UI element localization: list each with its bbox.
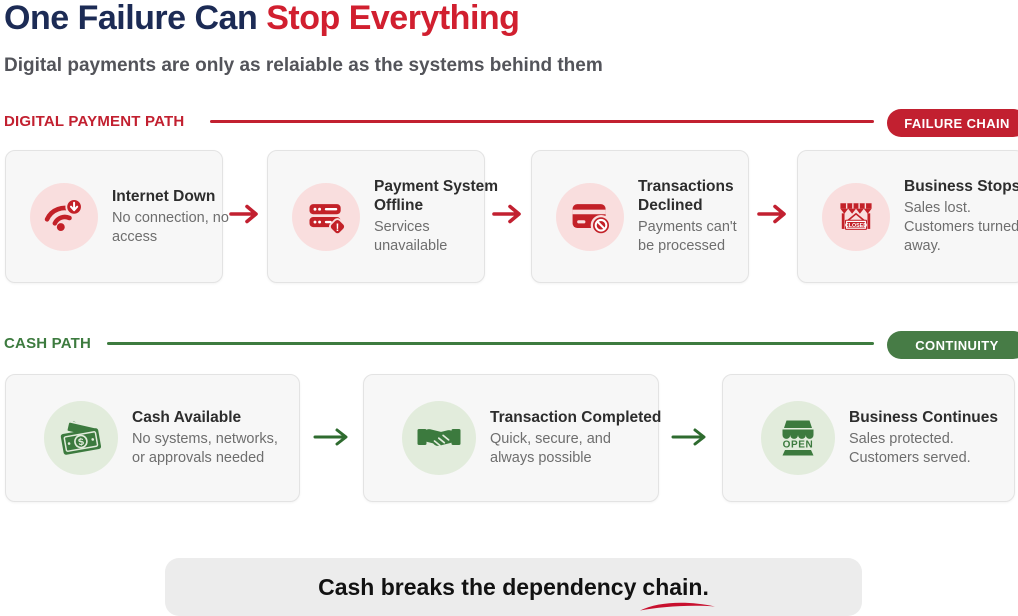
card-title: Business Continues [849, 409, 998, 426]
red-swoosh-underline-icon [640, 602, 716, 610]
digital-payment-path-label: DIGITAL PAYMENT PATH [4, 113, 185, 130]
card-desc: Services unavailable [374, 219, 448, 254]
page-subtitle: Digital payments are only as relaiable a… [4, 55, 603, 76]
green-arrow-icon [313, 427, 351, 452]
card-desc: Payments can't be processed [638, 219, 737, 254]
card-text: Internet Down No connection, no access [112, 187, 238, 247]
card-title: Business Stops [904, 178, 1018, 195]
svg-text:$: $ [77, 437, 85, 449]
red-arrow-icon [757, 203, 789, 230]
red-arrow-icon [229, 203, 261, 230]
card-text: Business Stops Sales lost. Customers tur… [904, 177, 1018, 256]
conclusion-main: Cash breaks the dependency [318, 573, 637, 600]
cash-path-label: CASH PATH [4, 335, 92, 352]
card-internet-down: Internet Down No connection, no access [5, 150, 229, 283]
title-red-part: Stop Everything [266, 0, 520, 37]
store-open-icon: OPEN [761, 401, 835, 475]
store-closed-icon: CLOSED [822, 182, 890, 251]
digital-path-divider-line [210, 120, 874, 123]
card-desc: No systems, networks, or approvals neede… [132, 431, 278, 466]
card-transaction-completed: Transaction Completed Quick, secure, and… [363, 374, 661, 502]
card-desc: Sales lost. Customers turned away. [904, 200, 1018, 254]
handshake-icon [402, 401, 476, 475]
card-business-stops: CLOSED Business Stops Sales lost. Custom… [797, 150, 1018, 283]
green-arrow-icon [671, 427, 709, 452]
card-title: Transaction Completed [490, 409, 662, 426]
card-text: Payment System Offline Services unavaila… [374, 177, 500, 256]
card-title: Internet Down [112, 187, 216, 205]
cash-icon: $ [44, 401, 118, 475]
card-text: Cash Available No systems, networks, or … [132, 408, 318, 468]
red-arrow-icon [492, 203, 524, 230]
svg-text:OPEN: OPEN [783, 440, 814, 451]
cash-path-divider-line [107, 342, 874, 345]
card-text: Business Continues Sales protected. Cust… [849, 408, 1018, 468]
card-payment-system-offline: ! Payment System Offline Services unavai… [267, 150, 498, 283]
card-cash-available: $ Cash Available No systems, networks, o… [5, 374, 300, 502]
conclusion-underlined-word: chain. [640, 574, 716, 610]
card-title: Transactions Declined [638, 178, 734, 214]
title-dark-part: One Failure Can [4, 0, 258, 37]
svg-text:CLOSED: CLOSED [845, 223, 867, 229]
card-desc: No connection, no access [112, 209, 229, 245]
card-desc: Quick, secure, and always possible [490, 431, 611, 466]
card-title: Cash Available [132, 409, 242, 426]
continuity-badge: CONTINUITY [887, 331, 1018, 359]
wifi-down-icon [30, 182, 98, 251]
server-offline-icon: ! [292, 182, 360, 251]
card-declined-icon [556, 182, 624, 251]
card-transactions-declined: Transactions Declined Payments can't be … [531, 150, 749, 283]
card-business-continues: OPEN Business Continues Sales protected.… [722, 374, 1015, 502]
card-text: Transaction Completed Quick, secure, and… [490, 408, 676, 468]
failure-chain-badge: FAILURE CHAIN [887, 109, 1018, 137]
svg-text:!: ! [336, 221, 340, 233]
card-desc: Sales protected. Customers served. [849, 431, 971, 466]
card-text: Transactions Declined Payments can't be … [638, 177, 764, 256]
card-title: Payment System Offline [374, 178, 499, 214]
